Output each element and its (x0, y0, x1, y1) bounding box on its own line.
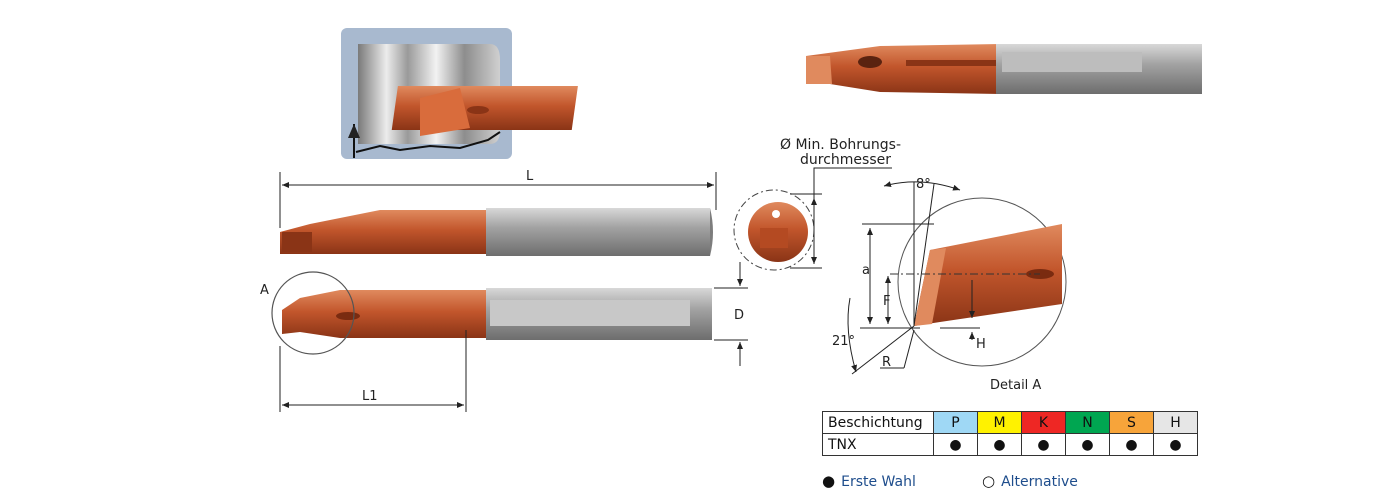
label-H: H (976, 337, 986, 352)
coating-header-row: Beschichtung P M K N S H (822, 411, 1198, 434)
label-F: F (883, 294, 890, 309)
coating-cell-n: ● (1065, 433, 1110, 456)
detail-a (847, 181, 1067, 375)
legend-alternative-label: Alternative (1001, 474, 1078, 490)
coating-cell-m: ● (977, 433, 1022, 456)
coating-code-p: P (933, 411, 978, 434)
hollow-dot-icon: ○ (982, 472, 996, 490)
filled-dot-icon: ● (822, 472, 836, 490)
coating-row-tnx: TNX ● ● ● ● ● ● (822, 433, 1198, 456)
angle-21: 21° (832, 334, 855, 349)
tool-side-view (280, 208, 713, 256)
label-L: L (526, 169, 534, 184)
label-L1: L1 (362, 389, 378, 404)
angle-8: 8° (916, 177, 931, 192)
coating-code-k: K (1021, 411, 1066, 434)
coating-row-name: TNX (822, 433, 934, 456)
coating-code-h: H (1153, 411, 1198, 434)
coating-cell-k: ● (1021, 433, 1066, 456)
legend-alternative: ○ Alternative (982, 472, 1078, 490)
min-bore-label-line1: Ø Min. Bohrungs- (780, 137, 901, 153)
dim-D (714, 262, 748, 366)
tool-top-view (271, 271, 712, 355)
label-R: R (882, 355, 891, 370)
coating-cell-s: ● (1109, 433, 1154, 456)
coating-code-m: M (977, 411, 1022, 434)
dim-L1 (279, 330, 467, 412)
label-D: D (734, 308, 744, 323)
end-view (733, 167, 892, 271)
boring-illustration (341, 28, 578, 159)
min-bore-label-line2: durchmesser (800, 152, 891, 168)
coating-table: Beschichtung P M K N S H TNX ● ● ● ● ● ● (822, 411, 1198, 456)
legend-first-choice-label: Erste Wahl (841, 474, 916, 490)
tool-photo (806, 44, 1202, 94)
dim-L (279, 172, 717, 228)
coating-cell-p: ● (933, 433, 978, 456)
label-a: a (862, 263, 870, 278)
coating-code-s: S (1109, 411, 1154, 434)
coating-header-label: Beschichtung (822, 411, 934, 434)
legend-first-choice: ● Erste Wahl (822, 472, 916, 490)
coating-code-n: N (1065, 411, 1110, 434)
coating-cell-h: ● (1153, 433, 1198, 456)
detail-marker-A: A (260, 283, 269, 298)
detail-caption: Detail A (990, 378, 1041, 393)
